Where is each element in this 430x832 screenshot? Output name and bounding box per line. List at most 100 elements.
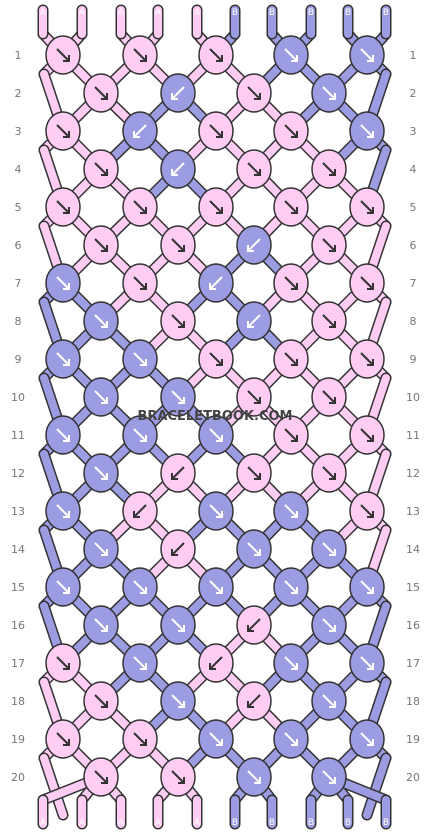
knot-arrowhead-icon [101,701,108,708]
row-number-left: 12 [11,467,25,480]
knot-arrowhead-icon [133,131,140,138]
watermark: BRACELETBOOK.COM [138,409,293,424]
row-number-left: 2 [15,87,22,100]
knot-arrow-icon [322,238,336,252]
knot-arrowhead-icon [367,663,374,670]
row-number-left: 14 [11,543,25,556]
knot-arrow-icon [171,466,185,480]
knot-arrowhead-icon [291,131,298,138]
knot-arrow-icon [247,314,261,328]
knot-arrowhead-icon [329,777,336,784]
knot-arrowhead-icon [216,435,223,442]
knot-arrowhead-icon [329,473,336,480]
knot-arrow-icon [209,352,223,366]
knot-arrowhead-icon [367,359,374,366]
knot-arrowhead-icon [367,435,374,442]
row-number-right: 5 [410,201,417,214]
knot-arrowhead-icon [329,701,336,708]
knot-arrow-icon [171,618,185,632]
row-number-right: 4 [410,163,417,176]
knot-arrowhead-icon [209,283,216,290]
row-number-right: 2 [410,87,417,100]
knot-arrow-icon [284,504,298,518]
knot-arrow-icon [133,200,147,214]
top-string-label: A [118,8,125,18]
knot-arrowhead-icon [216,131,223,138]
knot-arrowhead-icon [291,359,298,366]
knot-arrowhead-icon [291,663,298,670]
knot-arrowhead-icon [367,511,374,518]
knot-arrow-icon [133,580,147,594]
knot-arrowhead-icon [140,55,147,62]
top-string-label: A [79,8,86,18]
knot-arrowhead-icon [367,739,374,746]
row-number-left: 7 [15,277,22,290]
knot-arrow-icon [171,86,185,100]
knot-arrowhead-icon [101,549,108,556]
knot-arrowhead-icon [329,549,336,556]
knot-arrow-icon [133,732,147,746]
knot-arrowhead-icon [216,359,223,366]
knot-arrowhead-icon [329,397,336,404]
knot-arrow-icon [133,352,147,366]
knot-arrow-icon [284,656,298,670]
knot-arrowhead-icon [63,131,70,138]
knot-arrowhead-icon [63,739,70,746]
knot-arrowhead-icon [291,283,298,290]
row-number-right: 19 [406,733,420,746]
knot-arrow-icon [94,238,108,252]
knot-arrowhead-icon [63,435,70,442]
knot-arrow-icon [284,352,298,366]
knot-arrowhead-icon [63,587,70,594]
knot-arrowhead-icon [140,739,147,746]
knot-arrow-icon [209,504,223,518]
knot-arrow-icon [209,124,223,138]
row-number-left: 11 [11,429,25,442]
knot-arrow-icon [94,390,108,404]
row-number-right: 16 [406,619,420,632]
knot-arrow-icon [209,656,223,670]
knot-arrow-icon [56,48,70,62]
knot-arrow-icon [209,732,223,746]
knot-arrowhead-icon [63,207,70,214]
knot-arrowhead-icon [63,359,70,366]
knot-layer [45,35,385,797]
knot-arrowhead-icon [247,701,254,708]
knot-arrow-icon [133,504,147,518]
row-number-left: 13 [11,505,25,518]
knot-arrow-icon [94,542,108,556]
knot-arrow-icon [360,732,374,746]
row-number-right: 20 [406,771,420,784]
knot-arrow-icon [209,276,223,290]
bottom-string-label: B [232,818,238,828]
knot-arrow-icon [360,124,374,138]
knot-arrowhead-icon [171,549,178,556]
knot-arrow-icon [56,656,70,670]
row-number-left: 18 [11,695,25,708]
knot-arrowhead-icon [171,93,178,100]
knot-arrow-icon [56,732,70,746]
knot-arrow-icon [322,618,336,632]
knot-arrow-icon [284,428,298,442]
knot-arrowhead-icon [247,245,254,252]
row-number-right: 3 [410,125,417,138]
knot-arrow-icon [322,390,336,404]
knot-arrowhead-icon [329,93,336,100]
knot-arrowhead-icon [254,93,261,100]
knot-arrowhead-icon [178,321,185,328]
knot-arrow-icon [322,466,336,480]
knot-arrow-icon [209,48,223,62]
knot-arrow-icon [133,428,147,442]
knot-arrow-icon [171,542,185,556]
knot-arrowhead-icon [291,55,298,62]
knot-arrow-icon [133,48,147,62]
knot-arrowhead-icon [216,739,223,746]
knot-arrowhead-icon [178,245,185,252]
bottom-string-label: B [345,818,351,828]
knot-arrowhead-icon [140,435,147,442]
top-string-label: B [232,8,238,18]
bottom-string-label: A [194,818,201,828]
row-number-left: 4 [15,163,22,176]
knot-arrow-icon [56,276,70,290]
